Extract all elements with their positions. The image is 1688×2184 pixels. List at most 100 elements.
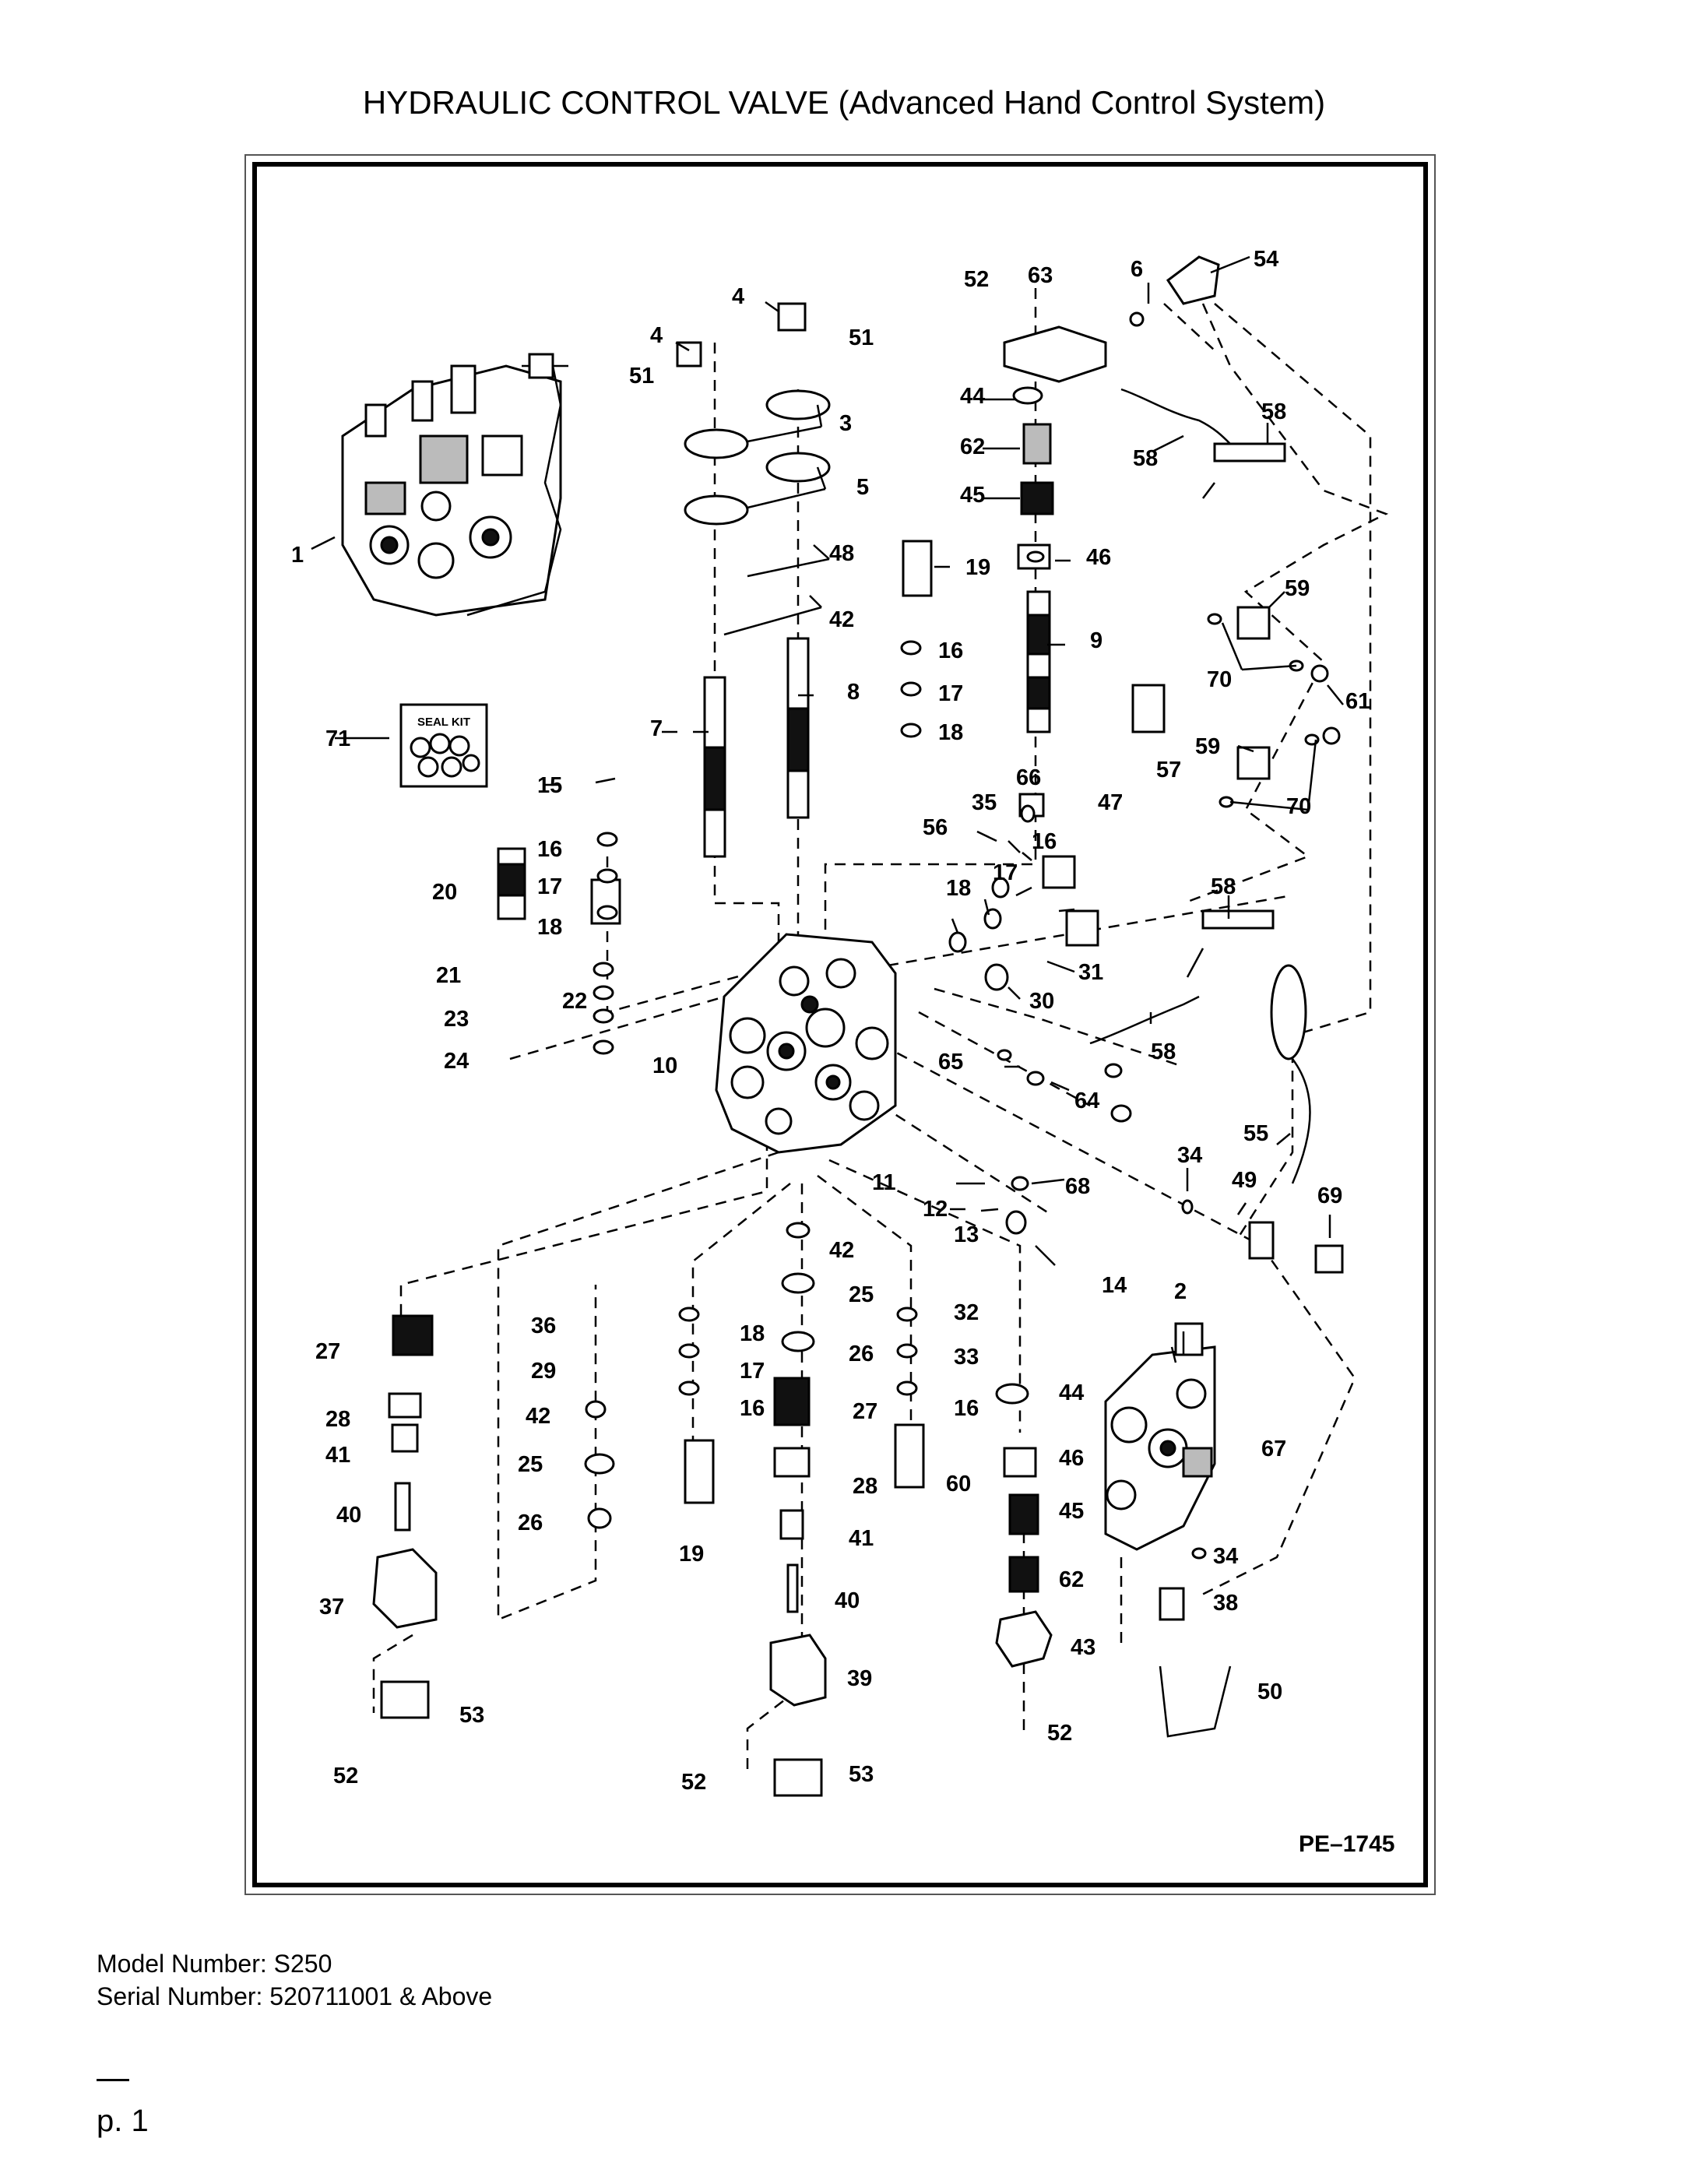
callout-14: 14 [1102, 1273, 1127, 1298]
callout-40: 40 [835, 1588, 860, 1613]
callout-58: 58 [1261, 399, 1286, 424]
callout-15: 15 [537, 773, 562, 798]
callout-16: 16 [740, 1396, 765, 1421]
callout-16: 16 [954, 1396, 979, 1421]
callout-7: 7 [650, 716, 663, 741]
callout-58: 58 [1211, 874, 1236, 899]
callout-10: 10 [652, 1053, 677, 1078]
callout-49: 49 [1232, 1168, 1257, 1193]
callout-33: 33 [954, 1345, 979, 1370]
callout-53: 53 [459, 1703, 484, 1728]
callout-17: 17 [537, 874, 562, 899]
callout-62: 62 [1059, 1567, 1084, 1592]
callout-18: 18 [537, 915, 562, 940]
callout-32: 32 [954, 1300, 979, 1325]
valve-section-illustration [1104, 1322, 1216, 1551]
main-valve-body-illustration [715, 933, 897, 1154]
callout-20: 20 [432, 880, 457, 905]
diagram-frame-outer [244, 154, 1436, 1895]
callout-27: 27 [315, 1339, 340, 1364]
seal-kit-label: SEAL KIT [417, 716, 470, 729]
page-title: HYDRAULIC CONTROL VALVE (Advanced Hand C… [362, 84, 1326, 121]
callout-51: 51 [849, 325, 874, 350]
callout-46: 46 [1059, 1446, 1084, 1471]
spools-and-cartridges [372, 255, 1344, 1797]
callout-56: 56 [923, 815, 948, 840]
callout-63: 63 [1028, 263, 1053, 288]
callout-25: 25 [849, 1282, 874, 1307]
callout-34: 34 [1177, 1143, 1202, 1168]
callout-24: 24 [444, 1049, 469, 1074]
callout-57: 57 [1156, 758, 1181, 783]
callout-18: 18 [946, 876, 971, 901]
callout-46: 46 [1086, 545, 1111, 570]
callout-64: 64 [1074, 1088, 1099, 1113]
callout-43: 43 [1071, 1635, 1095, 1660]
page-number-rule [97, 2079, 129, 2081]
callout-16: 16 [1032, 829, 1057, 854]
callout-48: 48 [829, 541, 854, 566]
callout-11: 11 [872, 1170, 896, 1195]
callout-12: 12 [923, 1197, 948, 1222]
model-number: Model Number: S250 [97, 1950, 332, 1978]
callout-16: 16 [537, 837, 562, 862]
callout-62: 62 [960, 434, 985, 459]
callout-17: 17 [993, 860, 1018, 885]
assembled-control-valve-illustration [341, 353, 568, 617]
callout-34: 34 [1213, 1544, 1238, 1569]
callout-45: 45 [1059, 1499, 1084, 1524]
callout-71: 71 [325, 726, 350, 751]
callout-22: 22 [562, 989, 587, 1014]
callout-52: 52 [964, 267, 989, 292]
serial-number: Serial Number: 520711001 & Above [97, 1982, 493, 2010]
callout-51: 51 [629, 364, 654, 389]
callout-28: 28 [325, 1407, 350, 1432]
callout-42: 42 [829, 1238, 854, 1263]
callout-13: 13 [954, 1222, 979, 1247]
callout-17: 17 [740, 1359, 765, 1384]
callout-54: 54 [1254, 247, 1278, 272]
callout-18: 18 [740, 1321, 765, 1346]
callout-53: 53 [849, 1762, 874, 1787]
callout-27: 27 [853, 1399, 877, 1424]
o-rings-and-seals [584, 311, 1341, 1560]
callout-4: 4 [732, 284, 744, 309]
callout-numbers: 1 2 3 4 4 5 6 7 8 9 10 11 12 13 14 15 16… [291, 247, 1370, 1795]
callout-4: 4 [650, 323, 663, 348]
callout-45: 45 [960, 483, 985, 508]
callout-31: 31 [1078, 960, 1103, 985]
callout-41: 41 [849, 1526, 874, 1551]
callout-28: 28 [853, 1474, 877, 1499]
callout-50: 50 [1257, 1679, 1282, 1704]
callout-44: 44 [960, 384, 985, 409]
callout-18: 18 [938, 720, 963, 745]
callout-37: 37 [319, 1595, 344, 1620]
callout-17: 17 [938, 681, 963, 706]
callout-44: 44 [1059, 1380, 1084, 1405]
callout-52: 52 [1047, 1721, 1072, 1746]
callout-40: 40 [336, 1503, 361, 1528]
callout-58: 58 [1133, 446, 1158, 471]
callout-58: 58 [1151, 1039, 1176, 1064]
callout-39: 39 [847, 1666, 872, 1691]
callout-52: 52 [333, 1764, 358, 1788]
callout-60: 60 [946, 1472, 971, 1496]
callout-6: 6 [1131, 257, 1143, 282]
callout-23: 23 [444, 1007, 469, 1032]
callout-3: 3 [839, 411, 852, 436]
page-number: p. 1 [97, 2104, 149, 2138]
callout-68: 68 [1065, 1174, 1090, 1199]
callout-42: 42 [829, 607, 854, 632]
callout-35: 35 [972, 790, 997, 815]
callout-52: 52 [681, 1770, 706, 1795]
callout-29: 29 [531, 1359, 556, 1384]
leader-lines [311, 255, 1344, 1363]
callout-5: 5 [856, 475, 869, 500]
drawing-code: PE–1745 [1299, 1831, 1395, 1857]
callout-55: 55 [1243, 1121, 1268, 1146]
callout-19: 19 [679, 1542, 704, 1567]
callout-38: 38 [1213, 1591, 1238, 1616]
callout-41: 41 [325, 1443, 350, 1468]
callout-8: 8 [847, 680, 860, 705]
